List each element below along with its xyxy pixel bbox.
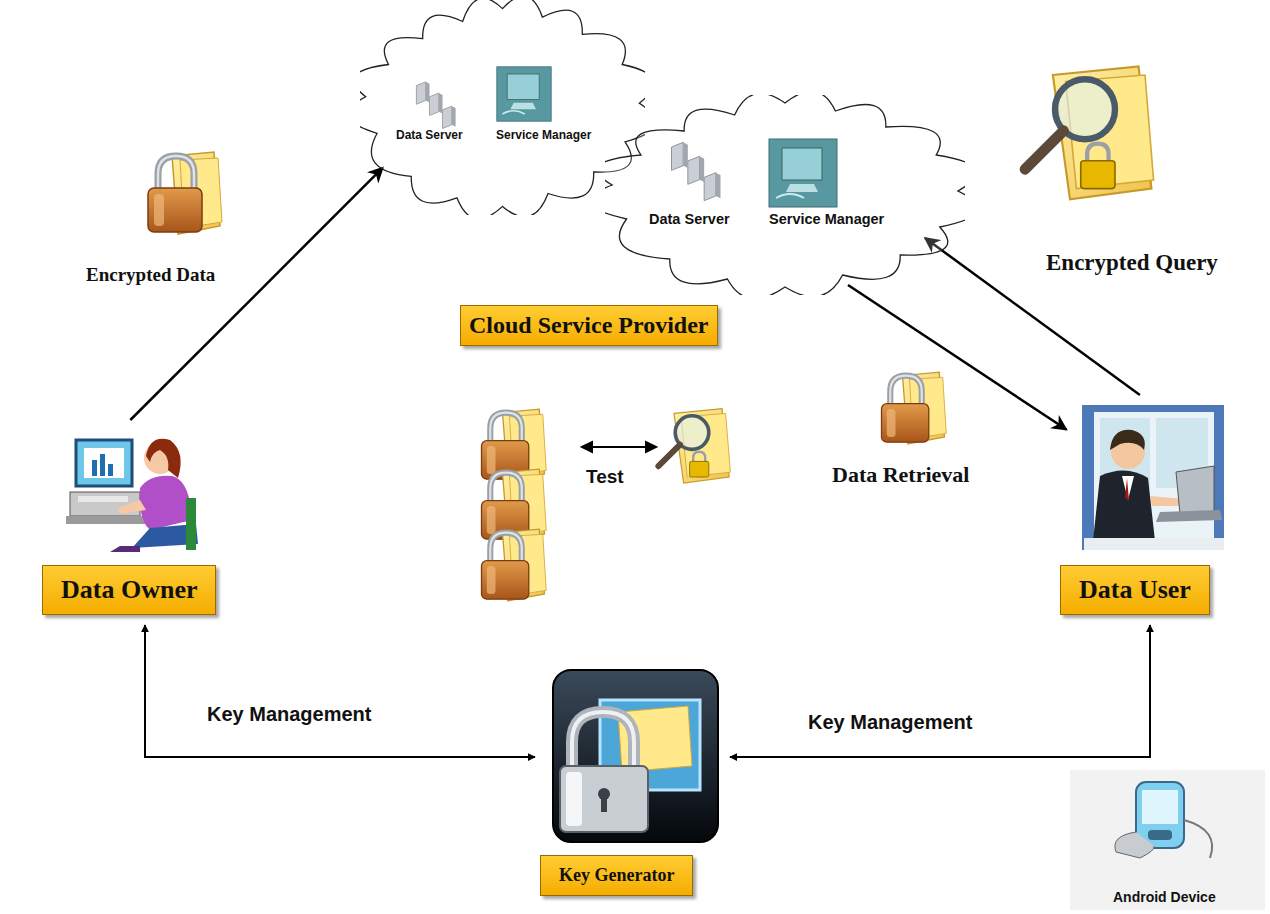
note-label: Test xyxy=(586,466,624,488)
cloud-outline xyxy=(360,0,645,215)
role-label: Data Owner xyxy=(61,575,197,605)
edge-label: Key Management xyxy=(806,711,975,734)
role-label: Data User xyxy=(1079,575,1191,605)
role-label-box: Data User xyxy=(1060,565,1210,615)
cloud-outline xyxy=(605,95,965,295)
cloud-text: Service Manager xyxy=(769,211,884,227)
cloud-node: Data Server Service Manager xyxy=(605,95,965,295)
edge-label: Key Management xyxy=(205,703,374,726)
flow-arrow xyxy=(848,285,1066,430)
role-label-box: Data Owner xyxy=(42,565,216,615)
role-label: Cloud Service Provider xyxy=(469,312,709,339)
role-label: Key Generator xyxy=(559,865,674,886)
role-label-box: Key Generator xyxy=(540,855,693,896)
edge-label: Encrypted Data xyxy=(84,264,217,286)
role-node: Data Owner xyxy=(40,420,250,625)
cloud-text: Data Server xyxy=(396,128,463,142)
note-label: Android Device xyxy=(1113,889,1216,905)
edge-label: Encrypted Query xyxy=(1044,250,1220,276)
flow-arrow xyxy=(730,625,1150,757)
cloud-text: Service Manager xyxy=(496,128,591,142)
flow-arrow xyxy=(130,168,382,420)
role-node: Cloud Service Provider xyxy=(460,305,718,346)
cloud-text: Data Server xyxy=(649,211,730,227)
role-node: Data User xyxy=(1055,395,1245,625)
role-node: Key Generator xyxy=(535,668,730,903)
cloud-node: Data Server Service Manager xyxy=(360,0,645,215)
flow-arrow xyxy=(145,625,535,757)
edge-label: Data Retrieval xyxy=(830,462,971,488)
role-label-box: Cloud Service Provider xyxy=(460,305,718,346)
